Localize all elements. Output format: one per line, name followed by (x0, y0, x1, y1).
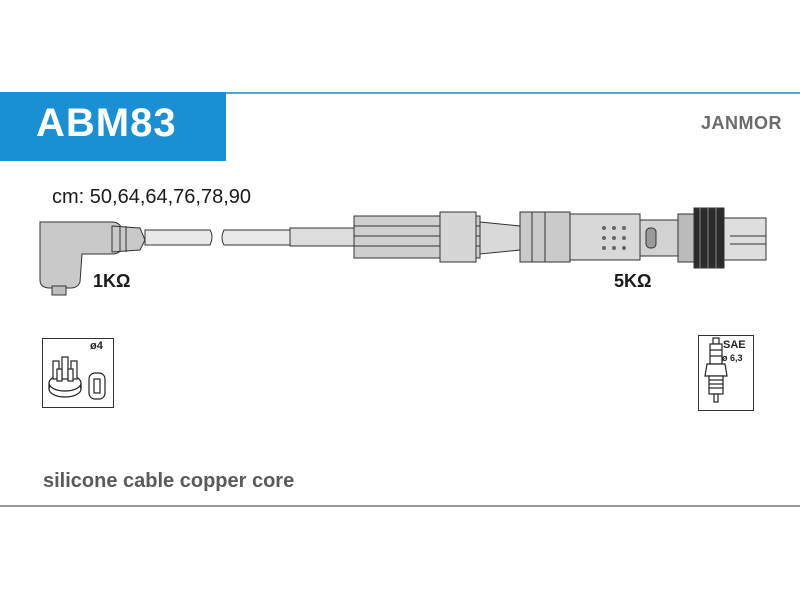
footer-rule (0, 505, 800, 507)
coil-connector (39, 221, 146, 296)
plug-boot (289, 207, 767, 269)
coil-resistance: 1KΩ (93, 271, 131, 291)
header-band (0, 92, 226, 161)
brand-name: JANMOR (700, 113, 782, 133)
cable-segment-1 (144, 229, 213, 246)
plug-diameter: ø 6,3 (722, 353, 743, 363)
sae-label: SAE (723, 339, 746, 351)
header-rule (226, 92, 800, 94)
distributor-cap-icon (42, 338, 114, 408)
spark-plug-icon (698, 335, 754, 411)
product-code: ABM83 (36, 101, 177, 145)
plug-resistance: 5KΩ (614, 271, 652, 291)
distributor-diameter: ø4 (90, 340, 103, 352)
cable-lengths: cm: 50,64,64,76,78,90 (52, 186, 252, 208)
material-description: silicone cable copper core (43, 470, 295, 492)
cable-segment-2 (221, 229, 291, 246)
